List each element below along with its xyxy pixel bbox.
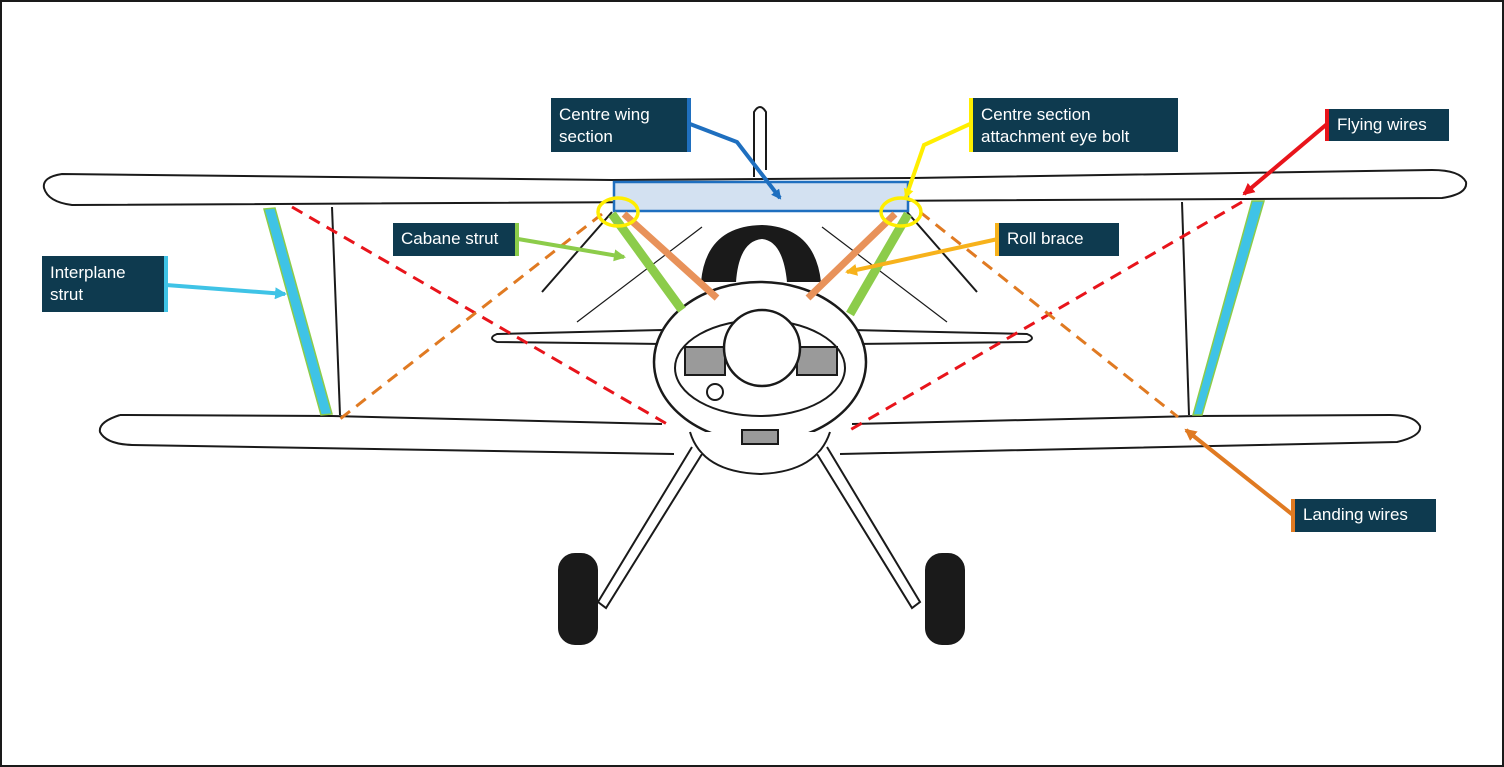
label-roll-brace: Roll brace: [999, 223, 1119, 256]
tick-cabane-strut: [515, 223, 519, 256]
rudder-fin: [753, 106, 767, 177]
leader-roll-brace: [845, 237, 999, 276]
label-cabane-strut: Cabane strut: [393, 223, 515, 256]
eye-bolt-left-marker: [596, 196, 640, 228]
rigging-left: [576, 226, 703, 323]
flying-wire-left: [291, 205, 668, 426]
gear-right: [816, 446, 922, 610]
eye-bolt-right-marker: [879, 196, 923, 228]
label-centre-section-attachment-eye-bolt: Centre section attachment eye bolt: [973, 98, 1178, 152]
landing-wire-left: [339, 212, 603, 421]
wheel-left: [558, 553, 598, 645]
leader-landing-wires: [1184, 428, 1295, 517]
aux-strut-left: [331, 206, 341, 416]
tick-flying-wires: [1325, 109, 1329, 141]
roll-brace-right: [805, 211, 898, 301]
leader-centre-wing-section: [689, 122, 782, 200]
chin: [689, 431, 831, 476]
cylinder-left: [684, 346, 726, 376]
lower-wing: [98, 413, 1422, 455]
headrest-highlight: [736, 238, 787, 283]
roll-brace-left: [621, 211, 720, 301]
leader-cabane-strut: [517, 237, 626, 262]
tick-interplane-strut: [164, 256, 168, 312]
propeller-hub: [722, 308, 802, 388]
interplane-strut-right: [1192, 200, 1265, 416]
wheel-right: [925, 553, 965, 645]
tick-centre-wing-section: [687, 98, 691, 152]
label-centre-wing-section: Centre wing section: [551, 98, 687, 152]
leader-interplane-strut: [165, 283, 287, 300]
landing-wire-right: [919, 210, 1179, 419]
interplane-strut-left: [263, 207, 333, 416]
cylinder-right: [796, 346, 838, 376]
flying-wire-right: [849, 200, 1243, 432]
cabane-strut-left: [608, 211, 686, 313]
engine-detail: [706, 383, 724, 401]
fuselage-line-left: [541, 211, 613, 293]
lower-wing-root-right: [851, 415, 1198, 425]
tick-landing-wires: [1291, 499, 1295, 532]
tailplane: [491, 328, 1033, 346]
label-landing-wires: Landing wires: [1295, 499, 1436, 532]
tick-eye-bolt: [969, 98, 973, 152]
tick-roll-brace: [995, 223, 999, 256]
leader-flying-wires: [1242, 122, 1329, 196]
gear-left: [596, 446, 703, 610]
label-flying-wires: Flying wires: [1329, 109, 1449, 141]
rigging-right: [821, 226, 948, 323]
leader-eye-bolt: [903, 122, 971, 199]
lower-wing-root-left: [331, 415, 663, 425]
centre-wing-section-highlight: [612, 180, 910, 213]
air-scoop: [741, 429, 779, 445]
label-interplane-strut: Interplane strut: [42, 256, 164, 312]
